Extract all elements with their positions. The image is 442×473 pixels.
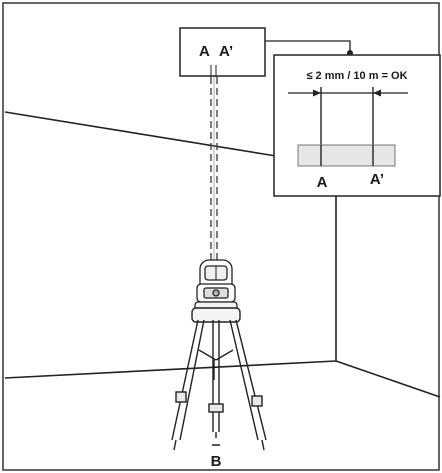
- ceiling-label-a: A: [199, 43, 210, 60]
- inset-label-a: A: [317, 174, 328, 191]
- floor-wall-edge-right: [335, 360, 441, 398]
- ceiling-target-box: [179, 27, 266, 77]
- ceiling-wall-edge-left: [4, 111, 277, 157]
- floor-wall-edge-left: [4, 360, 337, 379]
- inset-label-a-prime: A’: [370, 171, 384, 188]
- inset-tolerance-text: ≤ 2 mm / 10 m = OK: [306, 70, 407, 82]
- inset-arrow-right: [373, 89, 381, 97]
- inset-target-panel: [297, 144, 396, 167]
- callout-connector: [265, 40, 351, 53]
- floor-label-b: B: [211, 453, 222, 470]
- ceiling-label-a-prime: A’: [219, 43, 233, 60]
- tripod: [171, 307, 267, 451]
- inset-detail-box: [273, 54, 441, 197]
- inset-arrow-left: [313, 89, 321, 97]
